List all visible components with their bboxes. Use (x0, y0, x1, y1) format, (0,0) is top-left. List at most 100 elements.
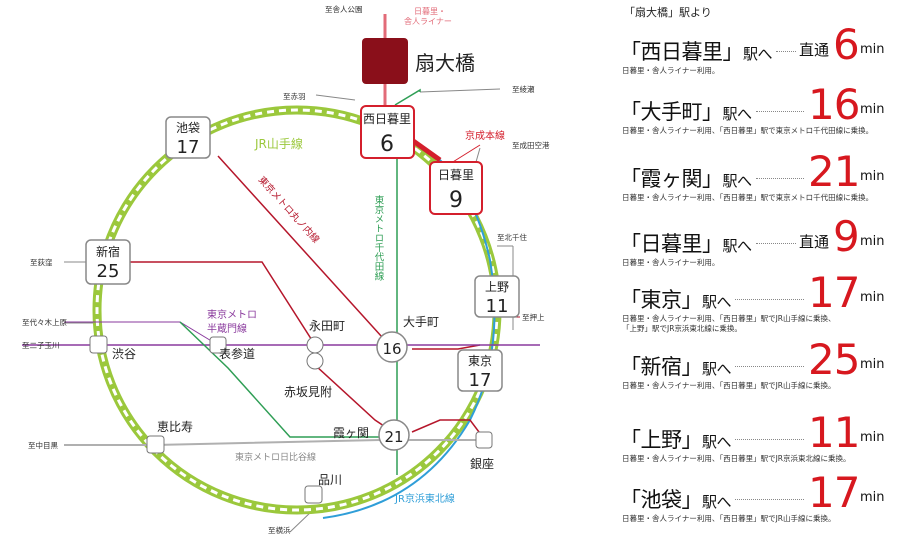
dotted-leader (755, 178, 804, 179)
station-name: 上野 (485, 280, 509, 294)
route-minutes: 9 (833, 212, 860, 261)
shibuya-marker (89, 335, 108, 354)
route-unit: min (860, 357, 885, 372)
route-minutes: 21 (808, 147, 860, 196)
route-unit: min (860, 102, 885, 117)
station-nishinippori: 西日暮里 6 (360, 105, 415, 159)
dir-yoyogi-uehara: 至代々木上原 (22, 317, 67, 327)
chiyoda-line-north (394, 88, 421, 106)
station-ueno: 上野 11 (474, 275, 520, 318)
route-station-suffix: 駅へ (702, 493, 732, 511)
route-station-suffix: 駅へ (722, 105, 753, 123)
route-unit: min (860, 169, 885, 184)
route-station-suffix: 駅へ (722, 237, 753, 255)
route-station: 「日暮里」駅へ (620, 228, 752, 258)
dir-kitasenju: 至北千住 (497, 232, 527, 242)
route-map: 扇大橋 西日暮里 6 日暮里 9 池袋 17 新宿 25 上野 11 東京 17… (22, 5, 550, 535)
station-label-ebisu: 恵比寿 (157, 420, 193, 434)
route-unit: min (860, 430, 885, 445)
label-hanzomon: 東京メトロ半蔵門線 (207, 308, 257, 335)
route-station-name: 「東京」 (620, 288, 703, 312)
route-minutes: 25 (808, 335, 860, 384)
label-nippori-toneri: 日暮里・舎人ライナー (404, 6, 452, 26)
station-minutes: 17 (469, 370, 492, 391)
route-station: 「西日暮里」駅へ (620, 36, 773, 66)
route-station: 「東京」駅へ (620, 284, 732, 314)
hanzomon-branch (64, 321, 219, 346)
direction-lines (64, 88, 520, 533)
chiyoda-line (394, 158, 398, 433)
marunouchi-line-c (411, 419, 486, 441)
dotted-leader (735, 499, 804, 500)
route-minutes: 17 (808, 468, 860, 517)
route-minutes: 11 (808, 408, 860, 457)
route-station-name: 「池袋」 (620, 488, 703, 512)
omotesando-marker (209, 336, 227, 354)
station-minutes: 17 (177, 137, 200, 158)
ginza-marker (475, 431, 493, 449)
route-minutes: 16 (808, 80, 860, 129)
station-ikebukuro: 池袋 17 (165, 116, 211, 159)
route-note: 日暮里・舎人ライナー利用、「西日暮里」駅で東京メトロ千代田線に乗換。 (622, 193, 874, 202)
label-hibiya: 東京メトロ日比谷線 (235, 451, 316, 463)
home-station-name: 扇大橋 (415, 51, 475, 75)
station-label-nagatacho: 永田町 (309, 319, 345, 333)
route-station: 「池袋」駅へ (620, 484, 732, 514)
station-tokyo: 東京 17 (457, 349, 503, 392)
route-note: 日暮里・舎人ライナー利用。 (622, 66, 720, 75)
route-station-name: 「上野」 (620, 428, 703, 452)
route-station-suffix: 駅へ (743, 45, 773, 63)
route-minutes: 17 (808, 268, 860, 317)
route-note: 日暮里・舎人ライナー利用、「西日暮里」駅でJR山手線に乗換。 (622, 514, 836, 523)
panel-title: 「扇大橋」駅より (624, 6, 712, 19)
station-minutes: 21 (384, 428, 403, 446)
station-name: 西日暮里 (363, 112, 411, 126)
akasaka-mitsuke-marker (306, 352, 324, 370)
label-keihin-tohoku: JR京浜東北線 (394, 492, 455, 505)
dotted-leader (735, 299, 804, 300)
marunouchi-line-d (412, 344, 481, 350)
marunouchi-line-b (130, 261, 394, 433)
route-station-suffix: 駅へ (702, 360, 732, 378)
station-label-akasaka-mitsuke: 赤坂見附 (284, 385, 332, 399)
shinagawa-marker (304, 485, 323, 504)
dir-naka-meguro: 至中目黒 (28, 440, 58, 450)
station-shinjuku: 新宿 25 (85, 239, 131, 285)
route-station-name: 「西日暮里」 (620, 40, 744, 64)
route-unit: min (860, 490, 885, 505)
dir-ayase: 至綾瀬 (512, 84, 535, 94)
label-keisei: 京成本線 (465, 129, 505, 142)
station-kasumigaseki: 21 霞ヶ関 (333, 419, 410, 451)
direct-label: 直通 (799, 233, 830, 251)
ebisu-marker (146, 435, 165, 454)
route-station-name: 「日暮里」 (620, 232, 723, 256)
station-name: 霞ヶ関 (333, 426, 369, 440)
station-name: 日暮里 (438, 168, 474, 182)
station-otemachi: 16 大手町 (376, 315, 439, 363)
label-yamanote: JR山手線 (254, 136, 303, 151)
station-label-shinagawa: 品川 (318, 473, 342, 487)
hibiya-line (64, 439, 483, 446)
station-name: 池袋 (176, 121, 200, 135)
route-station-suffix: 駅へ (702, 433, 732, 451)
dotted-leader (735, 439, 804, 440)
dotted-leader (776, 51, 796, 52)
route-note: 日暮里・舎人ライナー利用、「西日暮里」駅でJR山手線に乗換、 「上野」駅でJR京… (622, 314, 836, 333)
dir-ogikubo: 至荻窪 (30, 257, 53, 267)
dir-akabane: 至赤羽 (283, 92, 306, 101)
station-name: 新宿 (96, 244, 120, 259)
station-minutes: 11 (486, 296, 509, 317)
route-station-name: 「大手町」 (620, 100, 723, 124)
station-label-shibuya: 渋谷 (112, 347, 136, 361)
station-minutes: 25 (97, 261, 120, 282)
dir-narita: 至成田空港 (512, 140, 550, 150)
station-minutes: 6 (380, 132, 394, 157)
station-minutes: 16 (382, 340, 401, 358)
dotted-leader (735, 366, 804, 367)
chiyoda-line-west (179, 321, 380, 438)
